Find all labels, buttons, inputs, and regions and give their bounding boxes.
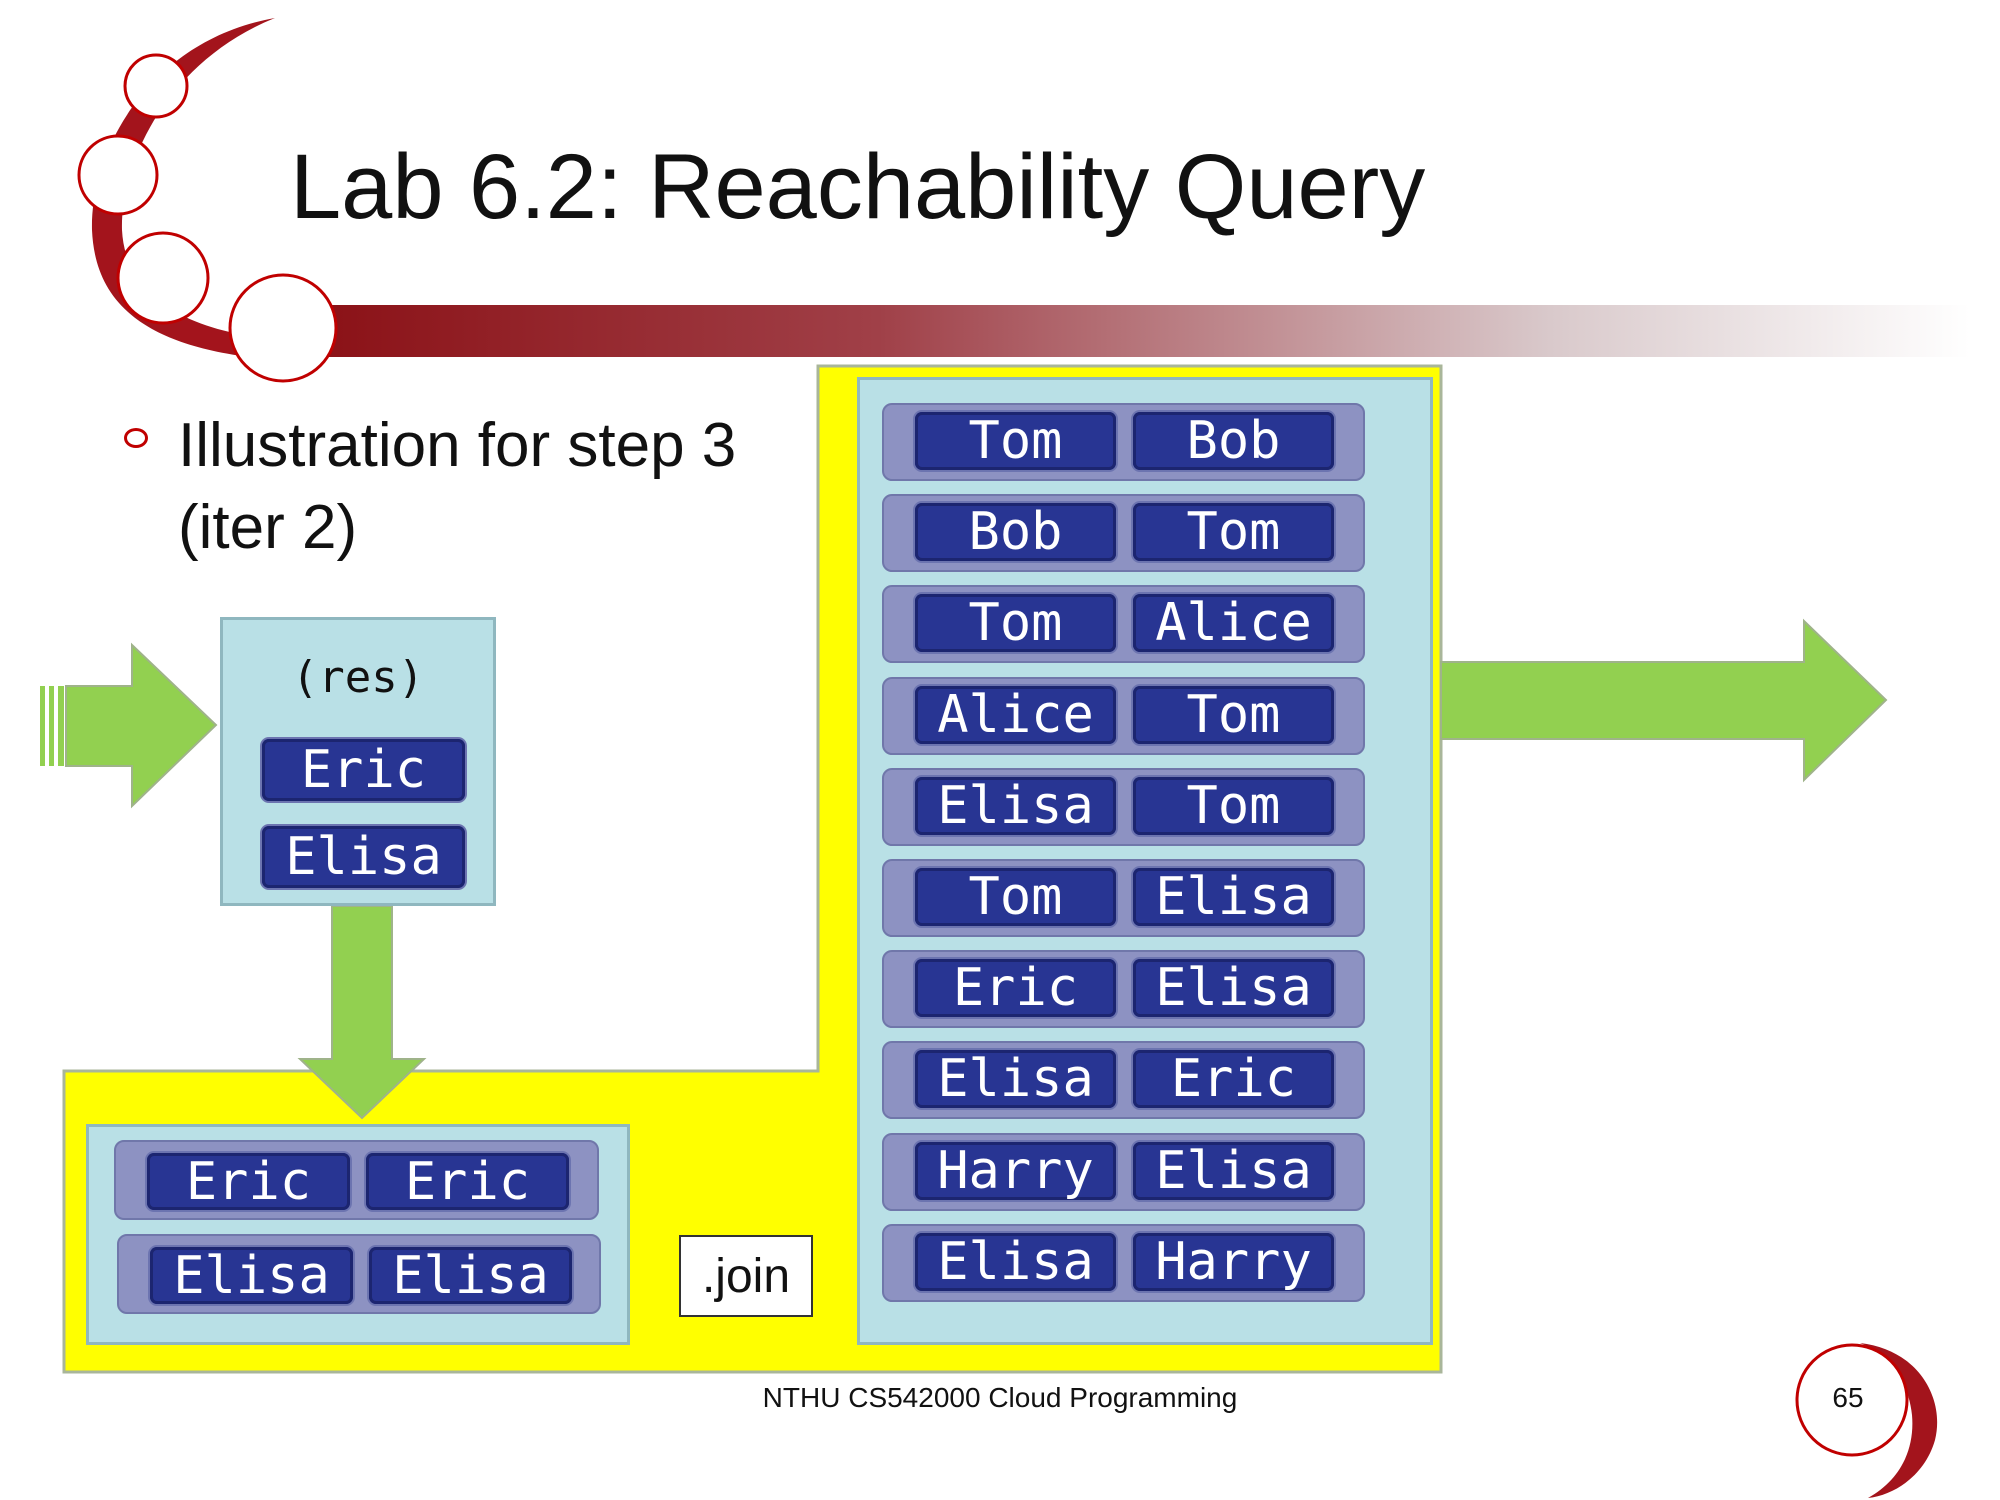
bullet-text: Illustration for step 3 (iter 2) [178,405,818,569]
deco-circle [228,273,338,383]
graph-pair-target: Eric [1133,1049,1334,1109]
footer-text: NTHU CS542000 Cloud Programming [762,1382,1238,1413]
graph-pair-source: Elisa [915,1049,1116,1109]
graph-pair-target: Tom [1133,502,1334,562]
deco-circle [116,231,210,325]
page-number: 65 [1832,1382,1864,1413]
graph-pair-target: Bob [1133,411,1334,471]
output-arrow [1440,618,1888,783]
header-bar [290,305,1970,357]
graph-pair-source: Elisa [915,776,1116,836]
slide-title: Lab 6.2: Reachability Query [290,136,1426,238]
bullet-icon [124,428,148,448]
bullet-line-2: (iter 2) [178,493,358,562]
graph-pair-source: Elisa [915,1232,1116,1292]
self-pair-cell: Eric [147,1152,350,1212]
graph-pair-source: Tom [915,593,1116,653]
bullet-line-1: Illustration for step 3 [178,411,737,480]
join-label: .join [679,1235,813,1317]
self-pair-cell: Eric [366,1152,569,1212]
page-circle [1795,1343,1909,1457]
graph-pair-target: Tom [1133,776,1334,836]
input-arrow [40,642,218,809]
graph-pair-source: Alice [915,685,1116,745]
graph-pair-target: Alice [1133,593,1334,653]
graph-pair-source: Eric [915,958,1116,1018]
res-label: (res) [291,652,425,703]
res-cell: Elisa [262,826,465,888]
graph-pair-target: Harry [1133,1232,1334,1292]
down-arrow [297,905,427,1120]
graph-pair-source: Tom [915,867,1116,927]
self-pair-cell: Elisa [150,1246,353,1306]
deco-circle [123,53,189,119]
graph-pair-target: Elisa [1133,958,1334,1018]
page-swoosh [1860,1343,1938,1498]
deco-circle [77,134,159,216]
graph-pair-target: Elisa [1133,867,1334,927]
graph-pair-source: Bob [915,502,1116,562]
graph-pair-target: Tom [1133,685,1334,745]
graph-pair-source: Harry [915,1141,1116,1201]
self-pair-cell: Elisa [369,1246,572,1306]
graph-pair-target: Elisa [1133,1141,1334,1201]
res-cell: Eric [262,739,465,801]
graph-pair-source: Tom [915,411,1116,471]
